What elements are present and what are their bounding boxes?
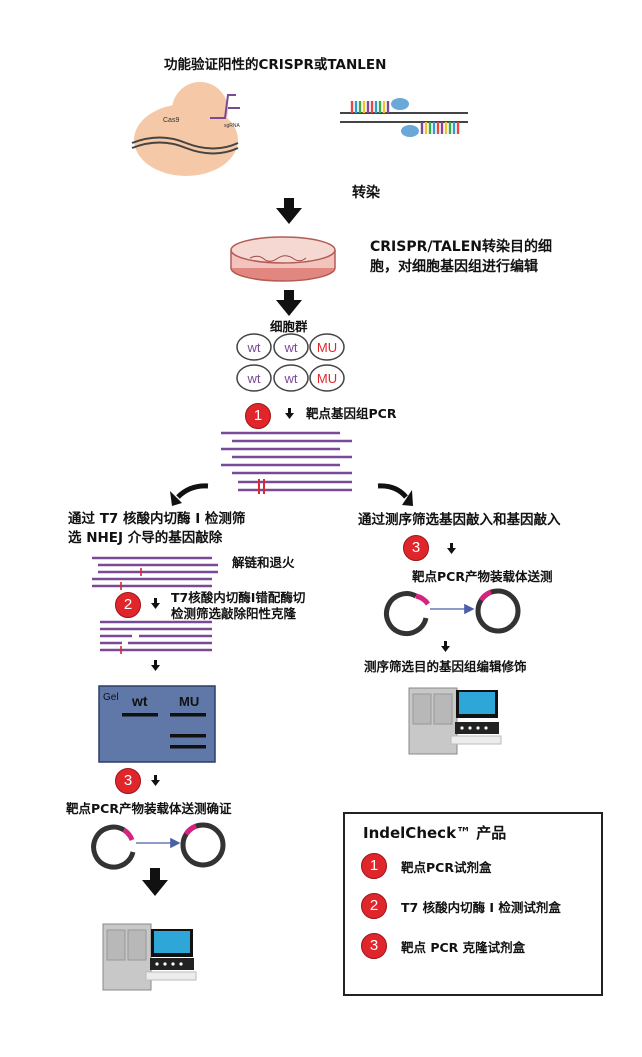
arrow-down-icon [151,660,160,671]
arrow-down-icon [151,598,160,609]
legend-item: 3 靶点 PCR 克隆试剂盒 [361,932,525,960]
cell-label: wt [247,340,261,355]
plasmid-vector-icon [91,822,226,870]
branch-left-arrow-icon [170,483,209,506]
page-title: 功能验证阳性的CRISPR或TANLEN [164,57,387,73]
step-badge-1: 1 [245,403,271,429]
denature-label: 解链和退火 [232,555,295,570]
cell-label: MU [317,371,337,386]
legend-item-label: T7 核酸内切酶 I 检测试剂盒 [401,899,561,915]
computer-sequencer-icon [102,923,197,991]
pcr-products [221,431,352,494]
legend-item: 2 T7 核酸内切酶 I 检测试剂盒 [361,892,561,920]
talen-illustration [340,98,468,137]
step1-label: 靶点基因组PCR [306,406,397,421]
cas9-label: Cas9 [163,117,179,124]
cell-label: wt [284,340,298,355]
transfect-desc-line2: 胞，对细胞基因组进行编辑 [370,259,538,275]
legend-item-label: 靶点 PCR 克隆试剂盒 [401,939,526,955]
sgrna-label: sgRNA [224,123,241,129]
branch-right-arrow-icon [377,483,413,506]
cell-label: MU [317,340,337,355]
cleaved-strands [100,620,212,654]
legend-item-label: 靶点PCR试剂盒 [401,859,492,875]
cell-population: wt wt MU wt wt MU [236,333,345,392]
heteroduplex-strands [92,556,218,590]
cell-population-label: 细胞群 [270,319,308,334]
sequencing-label: 测序筛选目的基因组编辑修饰 [364,659,527,674]
step-badge-3: 3 [361,933,387,959]
arrow-down-icon [447,543,456,554]
computer-sequencer-icon [408,687,502,755]
transfection-label: 转染 [352,185,380,201]
right-step3-label: 靶点PCR产物装载体送测 [412,569,553,584]
cas9-illustration: Cas9 sgRNA [131,82,241,176]
arrow-down-icon [142,868,168,896]
cell-label: wt [247,371,261,386]
arrow-down-icon [441,641,450,652]
right-branch-title: 通过测序筛选基因敲入和基因敲入 [358,512,561,528]
indelcheck-legend: IndelCheck™ 产品 1 靶点PCR试剂盒 2 T7 核酸内切酶 I 检… [343,812,603,996]
arrow-down-icon [151,775,160,786]
plasmid-vector-icon [384,588,521,637]
step-badge-3: 3 [115,768,141,794]
left-branch-title-line2: 选 NHEJ 介导的基因敲除 [68,530,223,546]
t7-label-line2: 检测筛选敲除阳性克隆 [171,606,297,621]
transfect-desc-line1: CRISPR/TALEN转染目的细 [370,239,552,255]
petri-dish-icon [230,236,336,282]
gel-label: Gel [103,692,119,703]
gel-image: Gel wt MU [98,685,216,763]
arrow-down-icon [285,408,294,419]
t7-label-line1: T7核酸内切酶I错配酶切 [171,590,306,605]
arrow-down-icon [276,290,302,316]
step-badge-2: 2 [115,592,141,618]
left-step3-label: 靶点PCR产物装载体送测确证 [66,801,232,816]
gel-mu-label: MU [179,694,199,709]
gel-wt-label: wt [131,693,148,709]
cell-label: wt [284,371,298,386]
arrow-down-icon [276,198,302,224]
legend-title: IndelCheck™ 产品 [363,824,507,842]
step-badge-1: 1 [361,853,387,879]
step-badge-3: 3 [403,535,429,561]
left-branch-title-line1: 通过 T7 核酸内切酶 I 检测筛 [68,511,246,527]
legend-item: 1 靶点PCR试剂盒 [361,852,491,880]
step-badge-2: 2 [361,893,387,919]
